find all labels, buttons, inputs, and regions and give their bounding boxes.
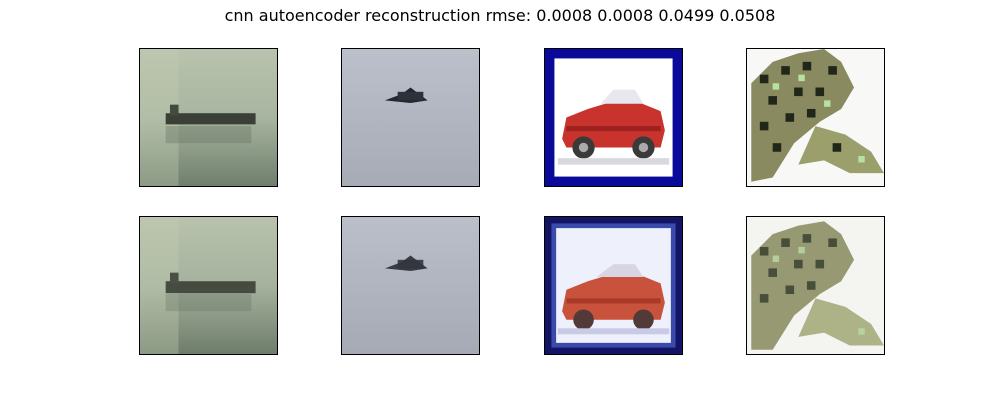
reconstructed-ship-image (139, 216, 278, 355)
figure-title: cnn autoencoder reconstruction rmse: 0.0… (224, 6, 776, 25)
original-ship-image (139, 48, 278, 187)
reconstructed-car-image (544, 216, 683, 355)
reconstructed-airplane-image (341, 216, 480, 355)
original-car-image (544, 48, 683, 187)
reconstructed-frog-image (746, 216, 885, 355)
original-frog-image (746, 48, 885, 187)
original-airplane-image (341, 48, 480, 187)
